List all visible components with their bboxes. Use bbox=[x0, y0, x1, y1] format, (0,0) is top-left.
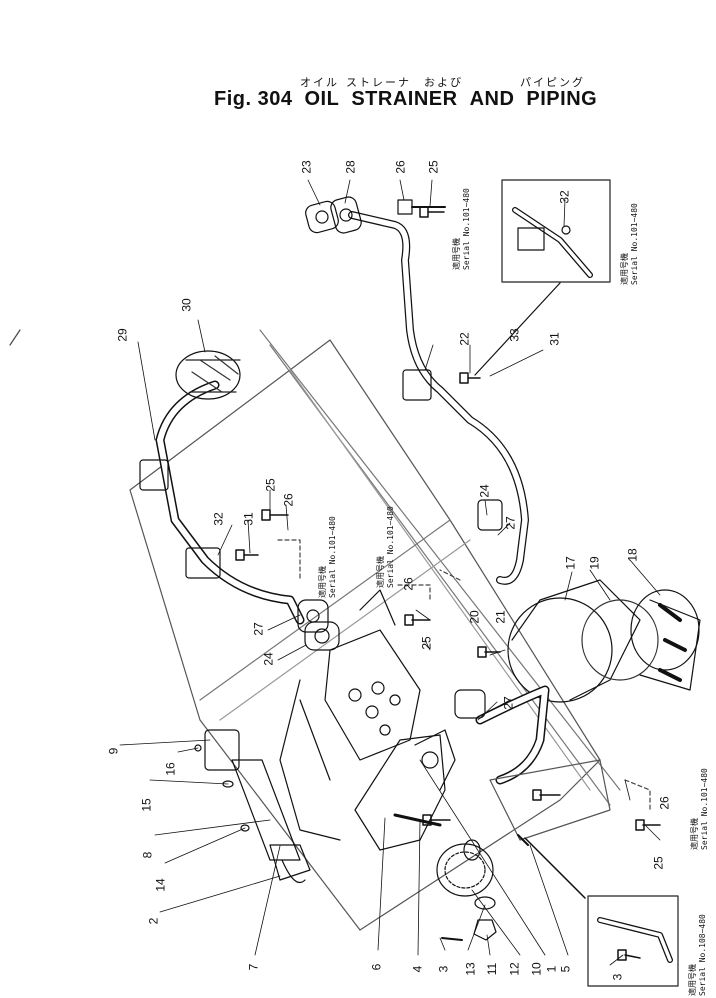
callout-12: 12 bbox=[507, 962, 522, 976]
oil-pump-body bbox=[279, 589, 421, 841]
washer-11 bbox=[474, 896, 496, 910]
pipe-29 bbox=[139, 350, 305, 625]
callout-28: 28 bbox=[343, 160, 358, 174]
callout-32-left: 32 bbox=[211, 512, 226, 526]
serial-jp: 適用号機 bbox=[690, 818, 699, 850]
callout-25-right: 25 bbox=[651, 856, 666, 870]
strainer-17-18-19 bbox=[454, 579, 701, 785]
callout-8: 8 bbox=[140, 851, 155, 859]
shaft-8 bbox=[194, 729, 311, 884]
callout-29: 29 bbox=[115, 328, 130, 342]
callout-25: 25 bbox=[426, 160, 441, 174]
engine-block-outline bbox=[9, 329, 621, 931]
callout-27-left: 27 bbox=[251, 622, 266, 636]
leader-lines bbox=[119, 179, 661, 966]
callout-3-center: 3 bbox=[436, 965, 451, 973]
callout-27-upper: 27 bbox=[503, 516, 518, 530]
serial-note-top: 適用号機 Serial No.101~480 bbox=[452, 188, 472, 270]
title-word-strainer: STRAINER bbox=[351, 88, 458, 110]
kana-and: および bbox=[424, 76, 463, 89]
callout-33: 33 bbox=[507, 328, 522, 342]
callout-24-left: 24 bbox=[261, 652, 276, 666]
serial-note-inset-top: 適用号機 Serial No.101~480 bbox=[620, 203, 640, 285]
callout-3-inset: 3 bbox=[610, 973, 625, 981]
callout-2: 2 bbox=[146, 917, 161, 925]
serial-en: Serial No.101~480 bbox=[328, 516, 337, 598]
strainer-30 bbox=[175, 350, 241, 400]
callout-27-lower: 27 bbox=[501, 696, 516, 710]
kana-oil: オイル bbox=[300, 76, 339, 89]
callout-5: 5 bbox=[558, 965, 573, 973]
bolts bbox=[235, 206, 661, 961]
callout-11: 11 bbox=[485, 962, 500, 976]
serial-note-inset-bottom: 適用号機 Serial No.108~480 bbox=[688, 914, 708, 996]
callout-26-left: 26 bbox=[281, 493, 296, 507]
serial-jp: 適用号機 bbox=[688, 964, 697, 996]
callout-21: 21 bbox=[493, 610, 508, 624]
serial-jp: 適用号機 bbox=[376, 556, 385, 588]
oil-pan bbox=[489, 759, 611, 841]
gear-10 bbox=[436, 839, 497, 941]
gasket-24-upper bbox=[477, 499, 503, 531]
callout-25-left: 25 bbox=[263, 478, 278, 492]
callout-9: 9 bbox=[106, 747, 121, 755]
callout-20: 20 bbox=[467, 610, 482, 624]
kana-piping: パイピング bbox=[520, 76, 585, 89]
callout-24-upper: 24 bbox=[477, 484, 492, 498]
serial-jp: 適用号機 bbox=[620, 253, 629, 285]
title-word-and: AND bbox=[469, 88, 515, 110]
serial-en: Serial No.101~480 bbox=[386, 506, 395, 588]
callout-18: 18 bbox=[625, 548, 640, 562]
serial-note-center: 適用号機 Serial No.101~480 bbox=[376, 506, 396, 588]
callout-6: 6 bbox=[369, 963, 384, 971]
serial-en: Serial No.101~480 bbox=[462, 188, 471, 270]
callout-31: 31 bbox=[547, 332, 562, 346]
flange-23-28 bbox=[305, 196, 446, 234]
callout-30: 30 bbox=[179, 298, 194, 312]
callout-23: 23 bbox=[299, 160, 314, 174]
serial-jp: 適用号機 bbox=[452, 238, 461, 270]
serial-boxes bbox=[277, 539, 651, 811]
callout-7: 7 bbox=[246, 963, 261, 971]
callout-26-center: 26 bbox=[401, 577, 416, 591]
callout-31-left: 31 bbox=[241, 512, 256, 526]
serial-note-right: 適用号機 Serial No.101~480 bbox=[690, 768, 710, 850]
callout-17: 17 bbox=[563, 556, 578, 570]
serial-en: Serial No.108~480 bbox=[698, 914, 707, 996]
title-word-oil: OIL bbox=[304, 88, 340, 110]
callout-4: 4 bbox=[410, 965, 425, 973]
pin-16 bbox=[194, 744, 202, 752]
inset-serial-32 bbox=[474, 179, 611, 376]
figure-title: Fig. 304 OIL STRAINER AND PIPING bbox=[214, 88, 609, 111]
callout-19: 19 bbox=[587, 556, 602, 570]
serial-jp: 適用号機 bbox=[318, 566, 327, 598]
fig-label: Fig. 304 bbox=[214, 88, 293, 110]
serial-en: Serial No.101~480 bbox=[630, 203, 639, 285]
pipe-22 bbox=[348, 211, 529, 585]
callout-15: 15 bbox=[139, 798, 154, 812]
serial-en: Serial No.101~480 bbox=[700, 768, 709, 850]
kana-strainer: ストレーナ bbox=[346, 76, 411, 89]
title-word-piping: PIPING bbox=[526, 88, 598, 110]
key-14 bbox=[240, 824, 250, 832]
callout-1: 1 bbox=[544, 965, 559, 973]
callout-14: 14 bbox=[153, 878, 168, 892]
callout-22: 22 bbox=[457, 332, 472, 346]
callout-25-center: 25 bbox=[419, 636, 434, 650]
callout-26-right: 26 bbox=[657, 796, 672, 810]
callout-16: 16 bbox=[163, 762, 178, 776]
serial-note-left: 適用号機 Serial No.101~480 bbox=[318, 516, 338, 598]
nut-12 bbox=[473, 919, 497, 941]
callout-26: 26 bbox=[393, 160, 408, 174]
callout-13: 13 bbox=[463, 962, 478, 976]
callout-10: 10 bbox=[529, 962, 544, 976]
pump-housing bbox=[354, 729, 456, 851]
inset-serial-3 bbox=[517, 834, 679, 987]
callout-32: 32 bbox=[557, 190, 572, 204]
